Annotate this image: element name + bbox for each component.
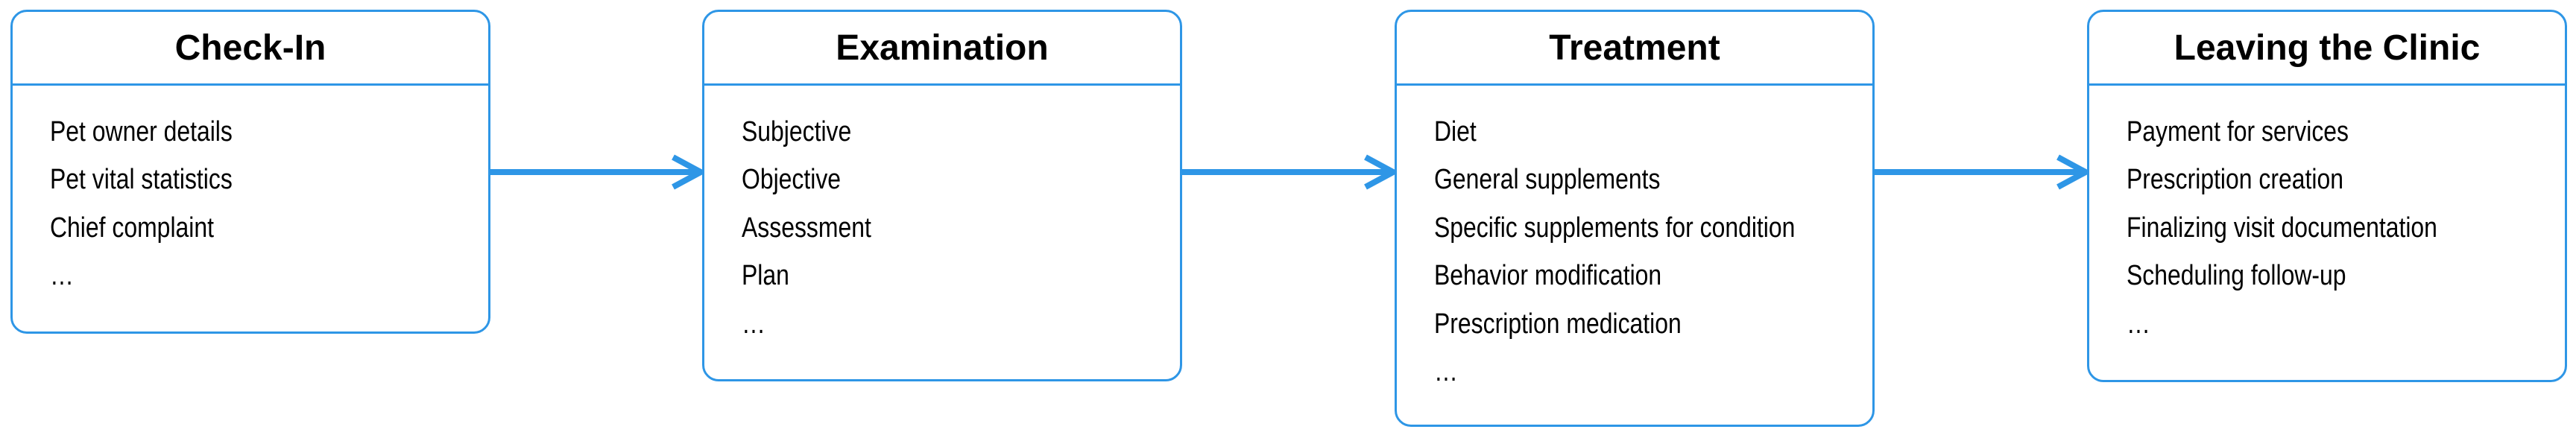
stage-item: Behavior modification (1434, 260, 1662, 292)
stage-header: Leaving the Clinic (2089, 12, 2565, 86)
flow-arrow-treatment-to-leaving (1875, 148, 2087, 196)
stage-item-ellipsis: … (50, 260, 74, 292)
arrow-right-icon (490, 154, 702, 190)
stage-box-examination: Examination Subjective Objective Assessm… (702, 10, 1182, 381)
stage-body: Diet General supplements Specific supple… (1397, 86, 1872, 396)
stage-item: Specific supplements for condition (1434, 212, 1796, 244)
stage-title: Examination (836, 28, 1049, 68)
stage-header: Check-In (13, 12, 488, 86)
stage-item: Scheduling follow-up (2127, 260, 2346, 292)
stage-item: Pet vital statistics (50, 164, 233, 196)
stage-item: Prescription creation (2127, 164, 2343, 196)
stage-title: Check-In (174, 28, 326, 68)
stage-item: Finalizing visit documentation (2127, 212, 2437, 244)
stage-header: Examination (704, 12, 1180, 86)
stage-title: Leaving the Clinic (2174, 28, 2481, 68)
stage-header: Treatment (1397, 12, 1872, 86)
stage-item-ellipsis: … (1434, 356, 1458, 388)
stage-item: Diet (1434, 115, 1477, 147)
stage-item: Objective (742, 164, 842, 196)
stage-item: Subjective (742, 115, 852, 147)
stage-box-leaving-the-clinic: Leaving the Clinic Payment for services … (2087, 10, 2567, 382)
flow-arrow-examination-to-treatment (1182, 148, 1395, 196)
flow-arrow-check-in-to-examination (490, 148, 702, 196)
stage-box-treatment: Treatment Diet General supplements Speci… (1395, 10, 1875, 427)
stage-item: Assessment (742, 212, 871, 244)
stage-item: Payment for services (2127, 115, 2349, 147)
stage-item-ellipsis: … (2127, 308, 2150, 340)
arrow-right-icon (1875, 154, 2087, 190)
stage-box-check-in: Check-In Pet owner details Pet vital sta… (10, 10, 490, 334)
stage-item: General supplements (1434, 164, 1661, 196)
stage-title: Treatment (1549, 28, 1720, 68)
stage-item-ellipsis: … (742, 308, 765, 340)
stage-item: Prescription medication (1434, 308, 1682, 340)
stage-body: Pet owner details Pet vital statistics C… (13, 86, 488, 300)
stage-item: Chief complaint (50, 212, 215, 244)
stage-item: Plan (742, 260, 789, 292)
stage-body: Payment for services Prescription creati… (2089, 86, 2565, 349)
stage-body: Subjective Objective Assessment Plan … (704, 86, 1180, 349)
stage-item: Pet owner details (50, 115, 233, 147)
arrow-right-icon (1182, 154, 1395, 190)
